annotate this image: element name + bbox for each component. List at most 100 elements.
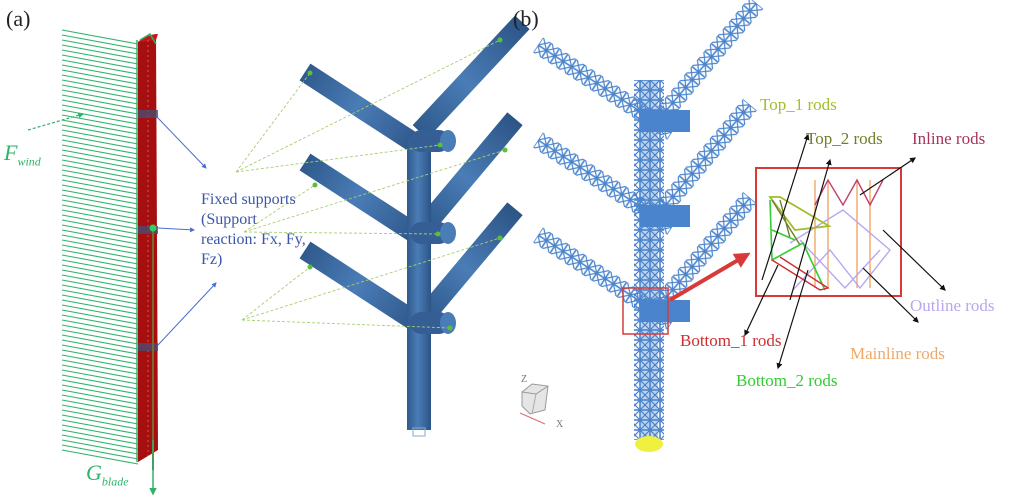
wind-load-line xyxy=(61,414,139,430)
panel-label-a: (a) xyxy=(6,6,31,31)
support-leader-lines xyxy=(235,39,506,329)
wind-load-line xyxy=(61,134,139,150)
wind-load-line xyxy=(61,129,139,145)
wind-load-line xyxy=(61,34,139,50)
wind-load-line xyxy=(61,49,139,65)
wind-load-line xyxy=(61,139,139,155)
lattice-trunk xyxy=(634,80,664,440)
wind-load-line xyxy=(61,234,139,250)
joint-node xyxy=(410,222,456,244)
wind-load-line xyxy=(61,284,139,300)
wind-load-line xyxy=(61,379,139,395)
lattice-branch xyxy=(653,98,757,218)
wind-load-line xyxy=(61,334,139,350)
wind-load-line xyxy=(61,124,139,140)
blade-mesh-band xyxy=(138,343,158,351)
wind-load-line xyxy=(61,254,139,270)
inline-rods xyxy=(814,178,884,207)
bottom2-rods xyxy=(769,199,826,291)
lattice-node xyxy=(640,205,690,227)
wind-load-line xyxy=(61,149,139,165)
wind-load-line xyxy=(61,389,139,405)
wind-load-line xyxy=(61,219,139,235)
panel-label-b: (b) xyxy=(513,6,539,31)
wind-load-arrows xyxy=(61,29,139,465)
rod-label-top1: Top_1 rods xyxy=(760,95,837,114)
wind-load-line xyxy=(61,244,139,260)
wind-load-line xyxy=(61,444,139,460)
wind-load-line xyxy=(61,44,139,60)
top1-rods xyxy=(768,196,832,231)
gravity-symbol: G xyxy=(86,460,102,485)
detail-source-box xyxy=(622,287,669,335)
blade-mesh-band xyxy=(138,226,158,234)
view-cube[interactable] xyxy=(519,383,549,425)
support-leader-arrow xyxy=(155,115,207,169)
detail-box xyxy=(755,167,902,297)
joint-node xyxy=(410,130,456,152)
view-cube-axis-z: Z xyxy=(521,374,528,385)
wind-load-line xyxy=(61,344,139,360)
wind-load-line xyxy=(61,394,139,410)
wind-load-line xyxy=(61,309,139,325)
wind-load-line xyxy=(61,114,139,130)
lattice-structure xyxy=(533,0,764,452)
view-cube-axis-x: X xyxy=(556,419,564,430)
branch-tube xyxy=(299,63,428,157)
gravity-label: Gblade xyxy=(86,460,129,488)
wind-load-line xyxy=(61,259,139,275)
blade xyxy=(138,32,158,470)
joint-node xyxy=(410,312,456,334)
rod-label-mainline: Mainline rods xyxy=(850,344,945,363)
wind-load-line xyxy=(61,54,139,70)
wind-load-line xyxy=(61,204,139,220)
branch-tube xyxy=(299,153,428,247)
wind-load-line xyxy=(61,189,139,205)
wind-force-subscript: wind xyxy=(17,154,41,169)
wind-load-line xyxy=(61,399,139,415)
wind-load-line xyxy=(61,229,139,245)
wind-load-line xyxy=(61,194,139,210)
branch-tube xyxy=(417,112,523,233)
wind-load-line xyxy=(61,119,139,135)
wind-load-line xyxy=(61,374,139,390)
panel-a xyxy=(27,15,530,496)
wind-load-line xyxy=(61,294,139,310)
wind-load-line xyxy=(61,439,139,455)
support-leader-arrow xyxy=(157,282,217,346)
mainline-rods xyxy=(814,180,871,288)
wind-load-line xyxy=(61,384,139,400)
wind-load-line xyxy=(61,434,139,450)
rod-label-outline: Outline rods xyxy=(910,296,995,315)
wind-load-line xyxy=(61,324,139,340)
wind-load-line xyxy=(61,184,139,200)
wind-load-line xyxy=(61,264,139,280)
wind-load-line xyxy=(61,299,139,315)
branch-tube xyxy=(417,202,523,323)
wind-load-line xyxy=(61,169,139,185)
lattice-node xyxy=(640,300,690,322)
wind-load-line xyxy=(61,429,139,445)
wind-load-line xyxy=(61,74,139,90)
branch-tube xyxy=(412,15,530,139)
branch-tube xyxy=(299,241,428,335)
wind-load-line xyxy=(61,329,139,345)
wind-load-line xyxy=(61,449,139,465)
rod-label-bottom2: Bottom_2 rods xyxy=(736,371,838,390)
wind-load-line xyxy=(61,179,139,195)
rod-label-inline: Inline rods xyxy=(912,129,986,148)
top2-rods xyxy=(771,199,801,246)
wind-load-line xyxy=(61,89,139,105)
wind-load-line xyxy=(61,224,139,240)
wind-load-line xyxy=(61,349,139,365)
wind-force-label: Fwind xyxy=(4,142,41,169)
panel-b xyxy=(519,0,946,452)
fixed-supports-annotation: Fixed supports (Support reaction: Fx, Fy… xyxy=(201,191,306,268)
wind-force-arrow xyxy=(27,112,85,131)
rod-leader-arrows xyxy=(744,133,946,370)
wind-load-line xyxy=(61,29,139,45)
lattice-branch xyxy=(653,191,757,311)
wind-load-line xyxy=(61,64,139,80)
wind-load-line xyxy=(61,59,139,75)
